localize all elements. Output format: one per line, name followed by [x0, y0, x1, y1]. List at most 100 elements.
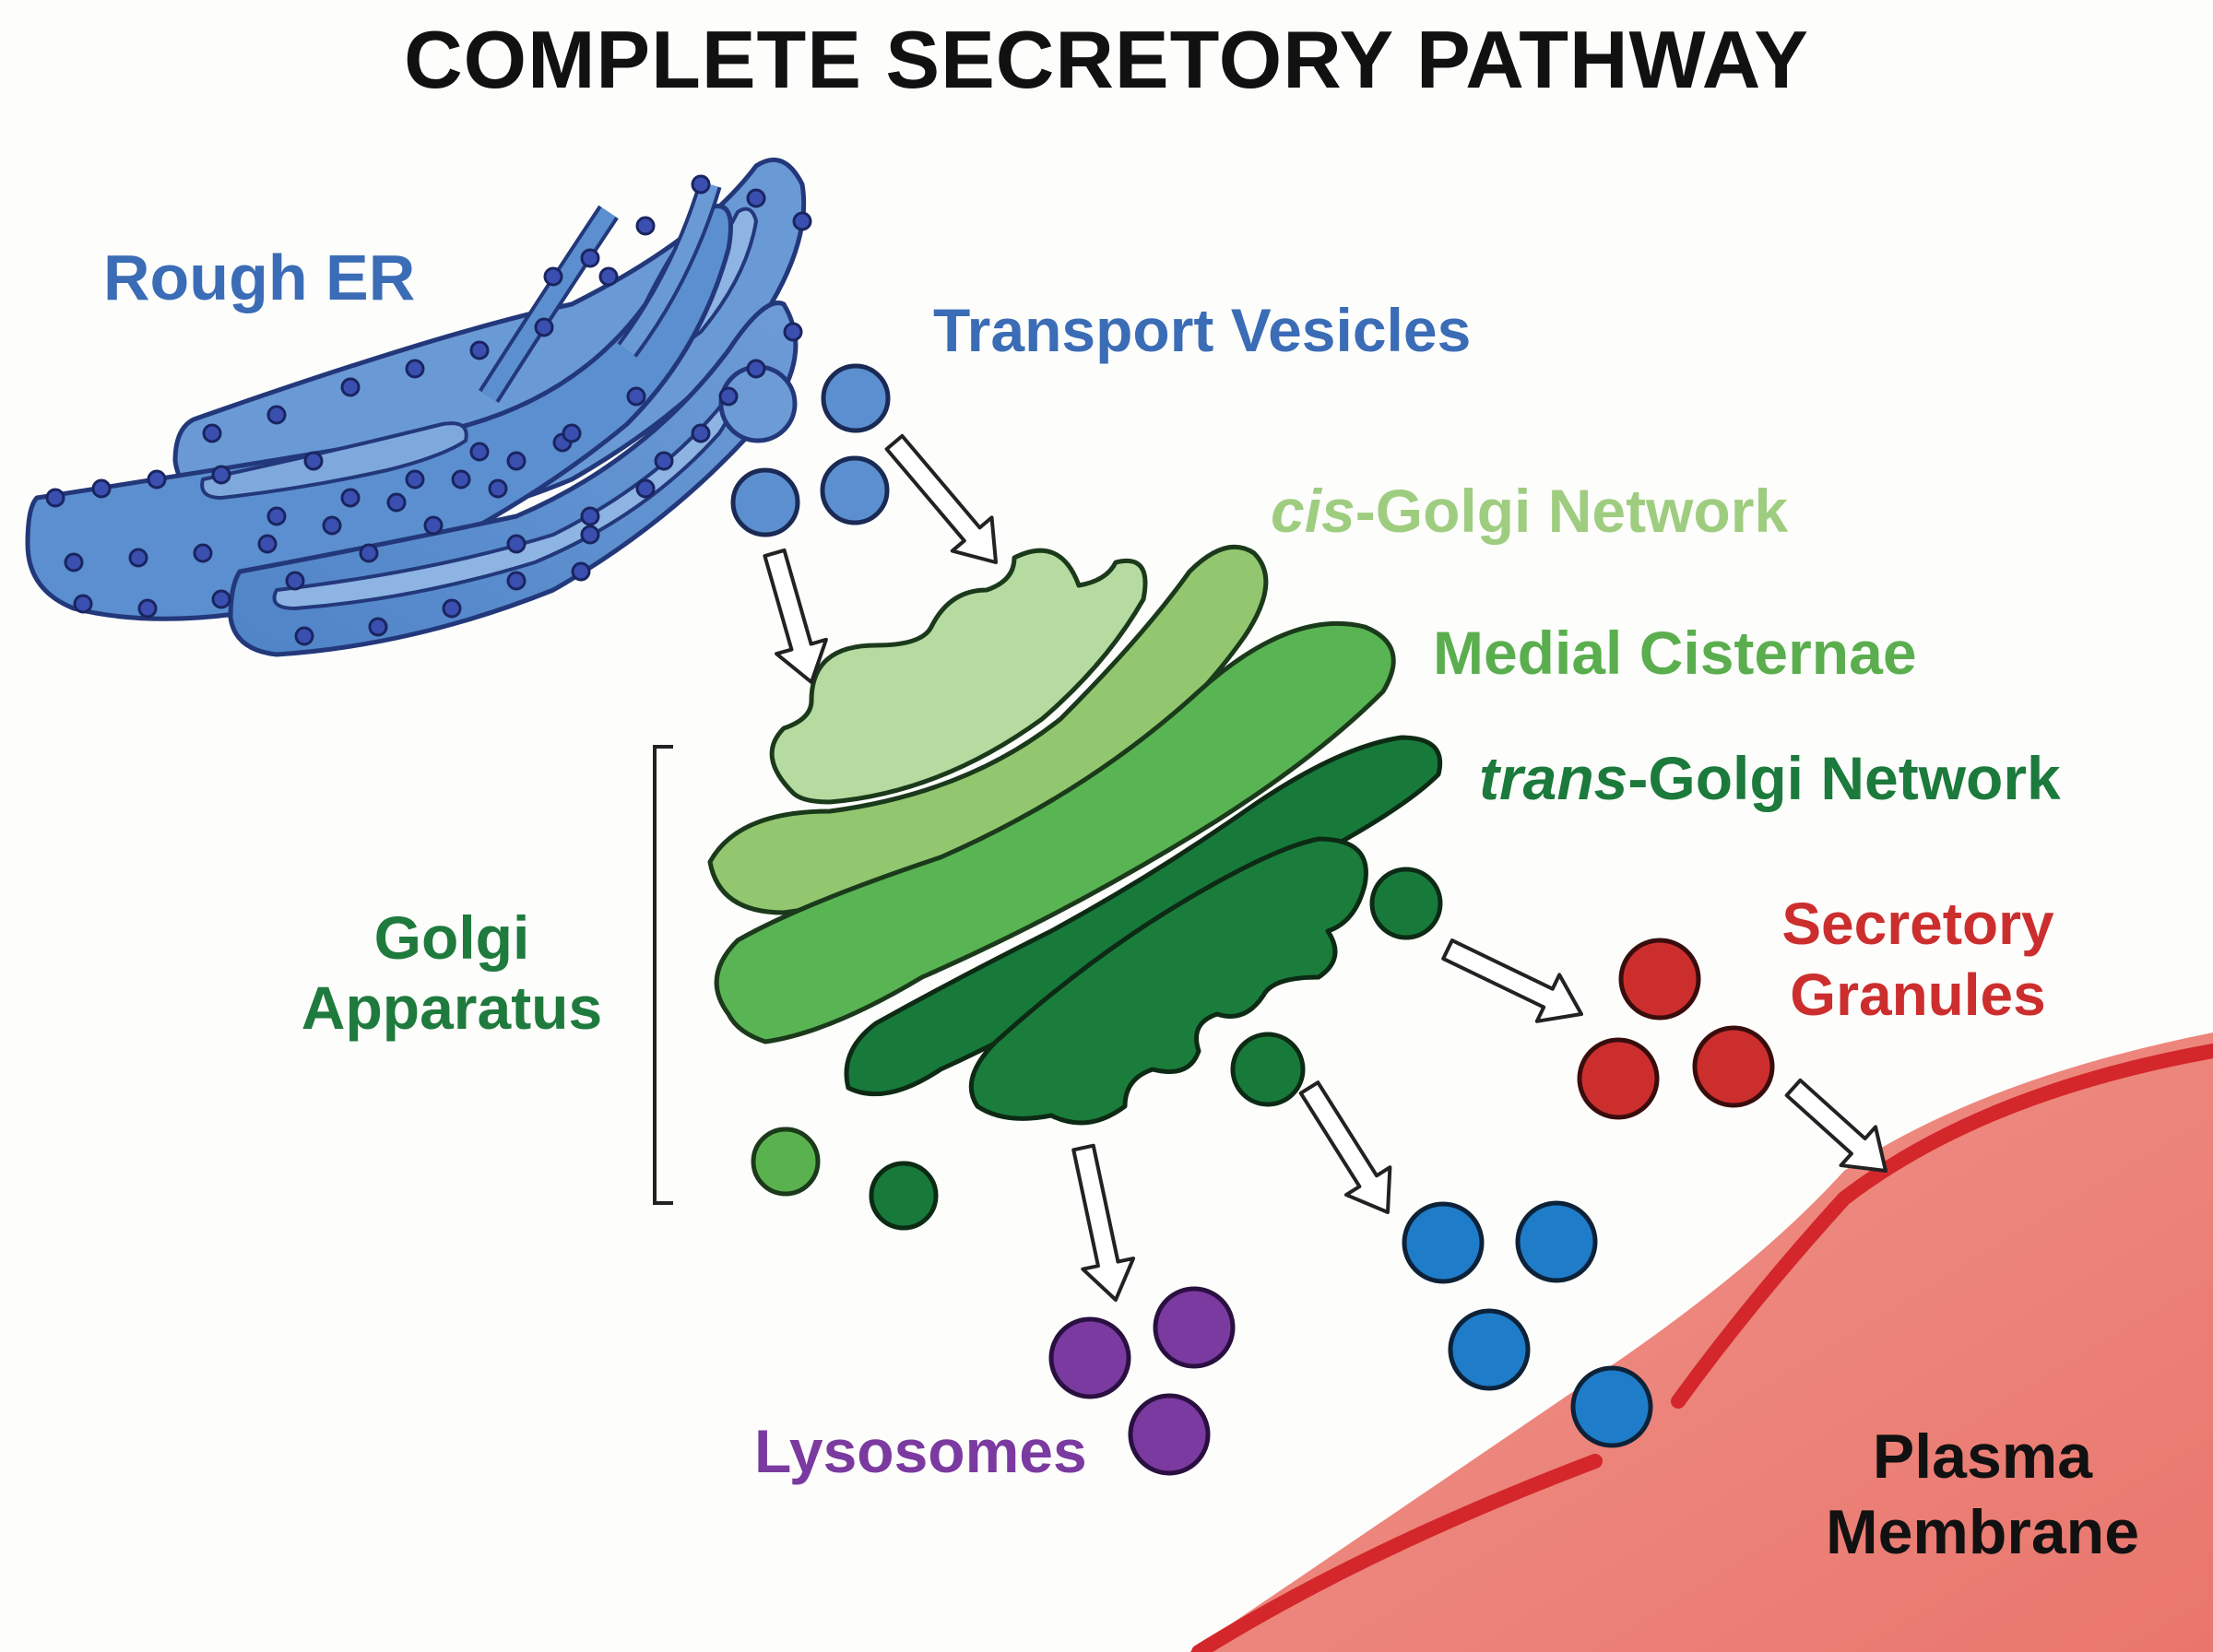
ribosome [266, 405, 287, 425]
secretory-vesicle [1402, 1201, 1485, 1284]
trans-vesicle [1369, 867, 1443, 940]
ribosome [202, 423, 222, 443]
ribosome [405, 359, 425, 379]
ribosome [211, 589, 231, 609]
ribosome [506, 571, 527, 591]
ribosome [340, 377, 361, 397]
ribosome [488, 478, 508, 499]
ribosome [451, 469, 471, 490]
er-lumen-middle [200, 421, 468, 500]
medial-cisterna-2 [714, 620, 1396, 1044]
ribosome [580, 506, 600, 526]
arrow-tgn-to-granules [1441, 938, 1583, 1023]
ribosome [571, 561, 591, 582]
ribosome [294, 626, 314, 646]
ribosome [64, 552, 84, 572]
ribosome [147, 469, 167, 490]
ribosomes [45, 174, 812, 646]
ribosome [654, 451, 674, 471]
arrow-tgn-to-vesicles [1298, 1080, 1392, 1214]
vesicles [730, 363, 1775, 1476]
ribosome [598, 266, 619, 287]
ribosome [137, 598, 158, 619]
ribosome [442, 598, 462, 619]
ribosome [266, 506, 287, 526]
ribosome [746, 359, 766, 379]
ribosome [469, 442, 490, 462]
secretory-line-1: Secretory [1781, 891, 2054, 957]
ribosome [792, 211, 812, 231]
label-transport-vesicles: Transport Vesicles [933, 296, 1472, 364]
ribosome [368, 617, 388, 637]
ribosome [543, 266, 563, 287]
ribosome [128, 548, 148, 568]
ribosome [635, 478, 656, 499]
label-plasma-membrane: Plasma Membrane [1770, 1420, 2195, 1570]
ribosome [303, 451, 324, 471]
secretory-vesicle [1448, 1308, 1531, 1391]
plasma-line-2: Membrane [1825, 1496, 2140, 1567]
ribosome [257, 534, 278, 554]
ribosome [91, 478, 112, 499]
er-arc-2-fill [620, 182, 718, 356]
golgi-line-1: Golgi [373, 903, 530, 972]
ribosome [386, 492, 407, 513]
ribosome [562, 423, 582, 443]
ribosome [635, 216, 656, 236]
golgi-line-2: Apparatus [301, 973, 603, 1042]
trans-suffix: -Golgi Network [1627, 744, 2061, 812]
golgi-bracket [653, 745, 673, 1205]
trans-prefix: trans [1479, 744, 1628, 812]
er-arc-1-fill [481, 207, 616, 401]
ribosome [73, 594, 93, 614]
trans-vesicle [869, 1161, 939, 1231]
secretory-line-2: Granules [1790, 961, 2046, 1028]
label-secretory-granules: Secretory Granules [1734, 889, 2102, 1031]
label-golgi-apparatus: Golgi Apparatus [267, 903, 636, 1044]
transport-vesicle [820, 455, 890, 525]
pathway-arrows [763, 433, 1888, 1302]
label-lysosomes: Lysosomes [754, 1417, 1087, 1485]
lysosome [1048, 1316, 1131, 1399]
secretory-granule [1577, 1037, 1660, 1120]
cis-golgi-cisterna [769, 548, 1148, 805]
lysosome [1153, 1286, 1236, 1369]
arrow-tgn-to-lysosomes [1071, 1143, 1136, 1302]
membrane-edge-upper [1671, 1044, 2213, 1409]
ribosome [405, 469, 425, 490]
ribosome [783, 322, 803, 342]
ribosome [718, 386, 739, 407]
ribosome [340, 488, 361, 508]
golgi-apparatus [707, 544, 1442, 1126]
ribosome [359, 543, 379, 563]
fusing-vesicle [1570, 1365, 1653, 1448]
ribosome [322, 515, 342, 536]
ribosome [746, 188, 766, 208]
cis-suffix: -Golgi Network [1355, 477, 1789, 545]
secretory-granule [1618, 938, 1701, 1021]
label-trans-golgi: trans-Golgi Network [1479, 744, 2061, 813]
rough-er [25, 157, 807, 657]
plasma-line-1: Plasma [1872, 1422, 2093, 1492]
ribosome [534, 317, 554, 337]
arrow-er-to-cis-2 [763, 548, 828, 684]
ribosome [506, 451, 527, 471]
ribosome [211, 465, 231, 485]
membrane-fill [1189, 1032, 2213, 1652]
lysosome [1128, 1393, 1211, 1476]
membrane-edge-lower [1191, 1454, 1603, 1652]
label-cis-golgi: cis-Golgi Network [1271, 477, 1789, 546]
ribosome [469, 340, 490, 360]
trans-golgi-network [968, 836, 1368, 1126]
secretory-vesicle [1515, 1200, 1598, 1283]
label-rough-er: Rough ER [103, 242, 416, 313]
plasma-membrane [1189, 1032, 2213, 1652]
arrow-granules-to-membrane [1784, 1078, 1888, 1173]
transport-vesicle [821, 363, 891, 433]
ribosome [580, 248, 600, 268]
label-medial-cisternae: Medial Cisternae [1433, 619, 1917, 687]
ribosome [423, 515, 444, 536]
medial-vesicle [751, 1127, 821, 1197]
transport-vesicle [730, 467, 800, 537]
